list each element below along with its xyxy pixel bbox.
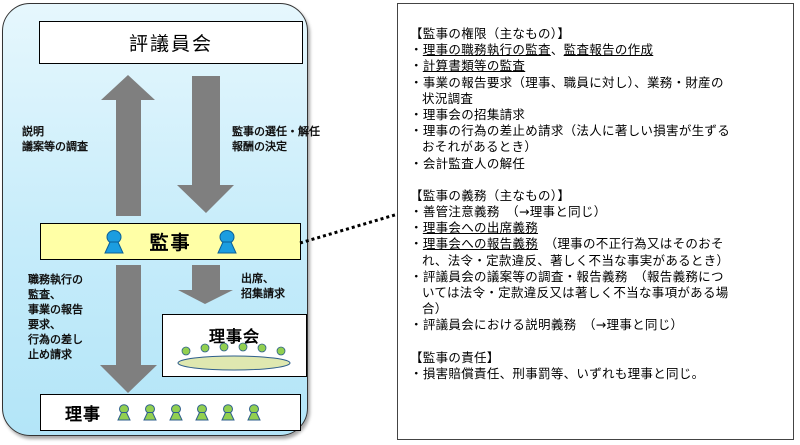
list-item: ・事業の報告要求（理事、職員に対し）、業務・財産の	[410, 75, 730, 91]
auditor-details-panel: 【監事の権限（主なもの）】・理事の職務執行の監査、監査報告の作成・計算書類等の監…	[397, 3, 794, 440]
list-item-continuation: おそれがあるとき）	[422, 139, 538, 155]
details-text: 【監事の権限（主なもの）】・理事の職務執行の監査、監査報告の作成・計算書類等の監…	[410, 26, 730, 382]
director-label: 理事	[65, 405, 101, 425]
arrows-layer	[100, 75, 234, 393]
item-text: 評議員会の議案等の調査・報告義務 （報告義務につ	[422, 268, 724, 284]
item-text: 損害賠償責任、刑事罰等、いずれも理事と同じ。	[422, 365, 705, 381]
list-item-continuation: いては法令・定款違反又は著しく不当な事項がある場	[422, 285, 729, 300]
director-person-icon	[247, 404, 261, 421]
underlined-text: 理事会への報告義務	[422, 236, 539, 252]
council-box: 評議員会	[39, 21, 303, 64]
bullet: ・	[410, 58, 423, 74]
list-item-continuation: 合）	[422, 301, 448, 317]
arrow-down-to-auditor	[177, 76, 234, 213]
section-gap	[410, 334, 730, 350]
item-text: 事業の報告要求（理事、職員に対し）、業務・財産の	[422, 74, 724, 90]
bullet: ・	[410, 317, 423, 333]
underlined-text: 理事の職務執行の監査	[422, 42, 551, 58]
list-item: ・善管注意義務 （→理事と同じ）	[410, 204, 730, 220]
list-item: ・理事会への出席義務	[410, 220, 730, 236]
list-item: ・計算書類等の監査	[410, 58, 730, 74]
list-item: ・損害賠償責任、刑事罰等、いずれも理事と同じ。	[410, 366, 730, 382]
arrow-up-label: 説明 議案等の調査	[22, 125, 88, 153]
item-text: 理事の行為の差止め請求（法人に著しい損害が生ずる	[422, 123, 731, 139]
board-box: 理事会	[162, 314, 307, 377]
list-item: ・理事会の招集請求	[410, 107, 730, 123]
arrow-down-to-director	[100, 265, 157, 393]
arrow-down-label: 監事の選任・解任 報酬の決定	[232, 125, 320, 153]
bullet: ・	[410, 204, 423, 220]
bullet: ・	[410, 106, 423, 122]
item-text: 、	[550, 42, 564, 58]
bullet: ・	[410, 42, 423, 58]
auditor-label: 監事	[149, 232, 192, 254]
board-table-icon	[177, 342, 291, 371]
bullet: ・	[410, 268, 423, 284]
bullet: ・	[410, 220, 423, 236]
bullet: ・	[410, 236, 423, 252]
director-person-icon	[117, 404, 131, 421]
list-item: ・理事の職務執行の監査、監査報告の作成	[410, 42, 730, 58]
underlined-text: 計算書類等の監査	[422, 58, 526, 74]
section-gap	[410, 172, 730, 188]
section-heading: 【監事の権限（主なもの）】	[410, 26, 571, 41]
item-text: 善管注意義務 （→理事と同じ）	[422, 204, 607, 220]
director-person-icon	[169, 404, 183, 421]
council-label: 評議員会	[128, 33, 213, 55]
list-item: ・会計監査人の解任	[410, 156, 730, 172]
list-item-continuation: 状況調査	[422, 90, 474, 106]
arrow-to-board-label: 出席、 招集請求	[241, 272, 285, 300]
list-item: ・評議員会の議案等の調査・報告義務 （報告義務につ	[410, 269, 730, 285]
list-item: ・理事の行為の差止め請求（法人に著しい損害が生ずる	[410, 123, 730, 139]
arrow-up-to-council	[101, 75, 155, 216]
director-person-icon	[195, 404, 209, 421]
bullet: ・	[410, 74, 423, 90]
underlined-text: 監査報告の作成	[563, 42, 654, 58]
underlined-text: 理事会への出席義務	[422, 220, 539, 236]
director-box: 理事	[40, 394, 301, 431]
arrow-to-director-label: 職務執行の 監査、 事業の報告 要求、 行為の差し 止め請求	[28, 273, 83, 361]
list-item-continuation: れ、法令・定款違反、著しく不当な事実があるとき）	[422, 252, 730, 268]
item-text: 理事会の招集請求	[422, 106, 526, 122]
item-text: 会計監査人の解任	[422, 155, 526, 171]
director-person-icon	[143, 404, 157, 421]
list-item: ・評議員会における説明義務 （→理事と同じ）	[410, 317, 730, 333]
auditor-box: 監事	[40, 223, 301, 260]
item-text: 評議員会における説明義務 （→理事と同じ）	[422, 317, 684, 333]
auditor-person-icon	[104, 229, 125, 253]
dotted-connector	[299, 212, 399, 245]
director-icons	[117, 404, 261, 421]
section-heading: 【監事の義務（主なもの）】	[410, 187, 571, 203]
bullet: ・	[410, 365, 423, 381]
bullet: ・	[410, 155, 423, 171]
auditor-person-icon	[216, 229, 237, 253]
director-person-icon	[221, 404, 235, 421]
section-heading: 【監事の責任】	[410, 349, 500, 365]
bullet: ・	[410, 123, 423, 139]
list-item: ・理事会への報告義務 （理事の不正行為又はそのおそ	[410, 236, 730, 252]
arrow-down-to-board	[178, 265, 233, 304]
board-label: 理事会	[208, 327, 260, 346]
item-text: （理事の不正行為又はそのおそ	[538, 236, 724, 252]
